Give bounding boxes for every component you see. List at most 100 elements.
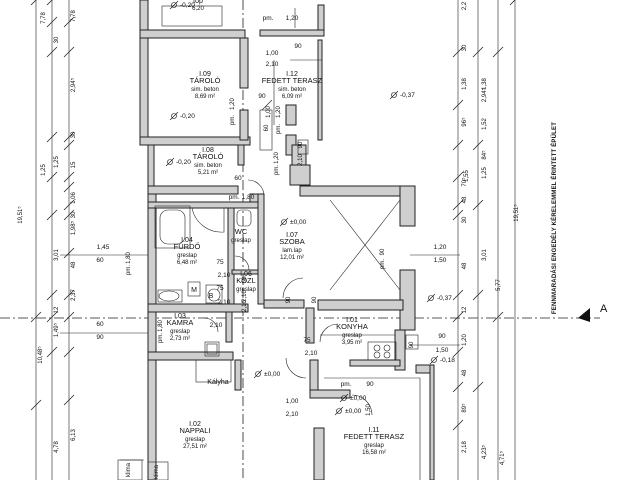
dimension-text: 2,10: [210, 322, 223, 329]
room-material: sim. beton: [191, 87, 219, 93]
dimension-text: 1,55: [464, 170, 470, 182]
dimension-text: 1,20: [230, 98, 236, 110]
horizontal-dimension-texts: pm.1,201,00902,10901,45601,201,5060902,1…: [96, 15, 448, 418]
dimension-text: 60: [96, 321, 104, 328]
dimension-text: pm.: [341, 381, 352, 388]
room-material: sim. beton: [278, 87, 306, 93]
room-area: 16,58 m²: [362, 450, 386, 456]
room-id: top: [193, 0, 203, 5]
level-tick: [165, 157, 175, 167]
dimension-text: 1,20: [276, 106, 282, 118]
room-material: greslap: [170, 329, 190, 335]
room-area: 12,01 m²: [280, 255, 304, 261]
level-marker-icon: [336, 408, 342, 414]
dimension-text: 48: [462, 369, 468, 376]
dimension-text: 1,80: [126, 252, 132, 264]
room-area: 27,51 m²: [183, 444, 207, 450]
dimension-text: 19,51⁵: [513, 204, 520, 222]
dimension-text: 2,10: [266, 61, 279, 68]
dimension-text: 96⁵: [461, 117, 468, 127]
dimension-text: pm.: [276, 124, 282, 134]
room-name: WC: [235, 227, 248, 236]
level-value: -0,37: [437, 295, 452, 302]
level-tick: [169, 111, 179, 121]
room-material: lam.lap: [282, 248, 302, 254]
fixture-m-label: M: [191, 287, 197, 294]
level-marker-icon: [391, 92, 397, 98]
dimension-text: 19,51⁵: [17, 206, 24, 224]
vertical-dimension-texts: 1,20pm.1,20pm.1,20pm.2,1090601,001,80pm.…: [126, 98, 415, 416]
room-id: I.06: [240, 271, 252, 278]
dimension-text: 2,18: [462, 441, 468, 453]
room-name: TÁROLÓ: [193, 152, 224, 161]
dimension-text: 2,10: [242, 290, 248, 302]
dimension-text: pm.: [230, 115, 236, 125]
room-name: FEDETT TERASZ: [344, 432, 405, 441]
level-marker-icon: [171, 2, 177, 8]
level-marker: ±0,00: [253, 369, 281, 379]
level-marker-icon: [281, 219, 287, 225]
dimension-text: 90: [312, 296, 318, 303]
fixture-b-label: B: [209, 293, 214, 300]
dimension-text: 1,80: [242, 194, 255, 201]
level-tick: [334, 406, 344, 416]
level-markers: -0,20-0,37-0,20-0,20±0,00-0,37-0,18±0,00…: [165, 0, 455, 416]
level-marker: -0,37: [389, 90, 415, 100]
dimension-text: 1,06: [71, 192, 77, 204]
section-arrow-icon: [578, 308, 590, 318]
room-material: greslap: [177, 253, 197, 259]
level-tick: [426, 293, 436, 303]
room-id: I.09: [199, 71, 211, 78]
dimension-text: pm.: [229, 194, 240, 201]
dimension-text: pm.: [263, 15, 274, 22]
dimension-text: 1,38: [462, 78, 468, 90]
dimension-text: 12: [54, 306, 60, 313]
dimension-text: 5,77: [496, 279, 502, 291]
dimension-text: 60: [264, 124, 270, 131]
dimension-text: 2,37: [71, 289, 77, 301]
room-material: greslap: [236, 287, 256, 293]
level-marker-icon: [431, 357, 437, 363]
level-marker-icon: [255, 371, 261, 377]
dimension-text: 2,10: [218, 299, 231, 306]
room-name: FÜRDŐ: [174, 242, 201, 251]
dimension-text: 1,45: [97, 244, 110, 251]
dimension-text: 10,48⁵: [37, 346, 44, 364]
room-id: I.11: [368, 427, 379, 434]
dimension-text: 2,10: [218, 272, 231, 279]
klima-label-1: klima: [126, 462, 132, 477]
dimension-text: 1,52: [482, 118, 488, 130]
room-material: greslap: [342, 333, 362, 339]
level-value: ±0,00: [345, 408, 362, 415]
dimension-text: 90: [380, 248, 386, 255]
room-material: greslap: [231, 238, 251, 244]
dimension-text: pm.: [380, 259, 386, 269]
section-label: A: [600, 303, 608, 315]
dimension-text: 1,20: [462, 334, 468, 346]
level-tick: [253, 369, 263, 379]
dimension-text: 4,71⁵: [499, 450, 506, 465]
room-name: NAPPALI: [179, 426, 210, 435]
dimension-text: pm.: [126, 265, 132, 275]
level-marker: ±0,00: [334, 406, 362, 416]
level-value: -0,20: [176, 159, 191, 166]
dimension-text: 1,25: [482, 167, 488, 179]
level-value: ±0,00: [350, 395, 367, 402]
dimension-text: 4,78: [54, 441, 60, 453]
dimension-text: 30: [462, 44, 468, 51]
dimension-text: 6,13: [71, 429, 77, 441]
level-marker: -0,37: [426, 293, 452, 303]
dimension-text: 1,00: [286, 398, 299, 405]
dimension-text: 75: [303, 337, 311, 344]
dimension-text: 12: [462, 306, 468, 313]
level-marker: ±0,00: [279, 217, 307, 227]
dimension-text: 1,98⁵: [70, 220, 77, 235]
room-material: sim. beton: [194, 163, 222, 169]
dimension-text: 75: [216, 285, 224, 292]
dimension-text: 90: [409, 341, 415, 348]
